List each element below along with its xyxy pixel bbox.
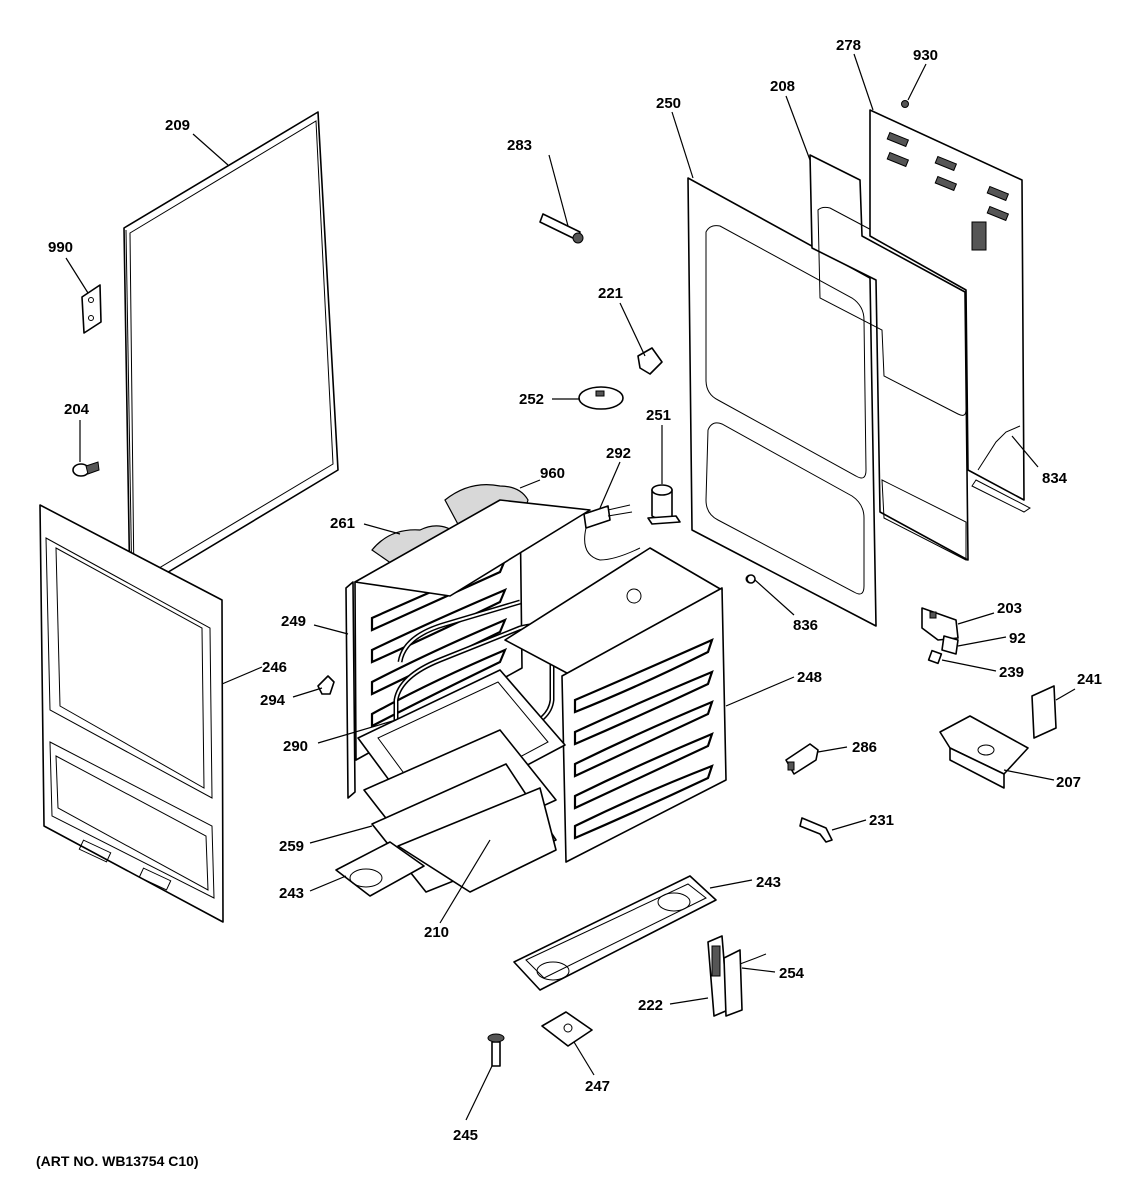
callout-286: 286: [852, 739, 877, 756]
callout-208: 208: [770, 78, 795, 95]
callout-249: 249: [281, 613, 306, 630]
callout-246: 246: [262, 659, 287, 676]
part-246-side-panel[interactable]: [39, 504, 224, 923]
callout-243-left: 243: [279, 885, 304, 902]
art-number: (ART NO. WB13754 C10): [36, 1153, 199, 1169]
callout-203: 203: [997, 600, 1022, 617]
part-203-switch[interactable]: [921, 607, 959, 641]
part-834-harness[interactable]: [971, 425, 1031, 513]
callout-836: 836: [793, 617, 818, 634]
leader-lines: [65, 53, 1076, 1121]
callout-251: 251: [646, 407, 671, 424]
part-243-support-right[interactable]: [513, 875, 717, 991]
part-254-hinge-arm[interactable]: [723, 949, 767, 1017]
part-836-grommet[interactable]: [746, 574, 756, 584]
part-221-switch[interactable]: [637, 347, 663, 375]
callout-278: 278: [836, 37, 861, 54]
callout-283: 283: [507, 137, 532, 154]
part-286-latch[interactable]: [785, 743, 819, 775]
callout-247: 247: [585, 1078, 610, 1095]
callout-labels: 209 990 204 283 221 252 251 250 208 278 …: [48, 37, 1102, 1144]
callout-209: 209: [165, 117, 190, 134]
part-283-sensor[interactable]: [539, 213, 584, 244]
callout-960: 960: [540, 465, 565, 482]
part-oven-top: [354, 499, 591, 597]
part-204-screw[interactable]: [72, 461, 100, 477]
callout-930: 930: [913, 47, 938, 64]
callout-261: 261: [330, 515, 355, 532]
part-92-lever[interactable]: [941, 635, 959, 655]
part-294-clip[interactable]: [317, 675, 335, 695]
callout-254: 254: [779, 965, 805, 982]
callout-207: 207: [1056, 774, 1081, 791]
part-241-bracket[interactable]: [1031, 685, 1057, 739]
part-222-hinge[interactable]: [707, 935, 729, 1017]
part-990-bracket[interactable]: [81, 284, 102, 334]
callout-990: 990: [48, 239, 73, 256]
callout-294: 294: [260, 692, 286, 709]
callout-245: 245: [453, 1127, 478, 1144]
part-251-vent[interactable]: [647, 484, 681, 525]
part-210-drawer-liner[interactable]: [397, 787, 557, 893]
callout-204: 204: [64, 401, 90, 418]
callout-222: 222: [638, 997, 663, 1014]
callout-231: 231: [869, 812, 894, 829]
part-252-plate[interactable]: [578, 386, 624, 410]
callout-243-right: 243: [756, 874, 781, 891]
callout-221: 221: [598, 285, 623, 302]
part-245-leveling-leg[interactable]: [487, 1033, 505, 1067]
callout-259: 259: [279, 838, 304, 855]
callout-241: 241: [1077, 671, 1102, 688]
callout-290: 290: [283, 738, 308, 755]
part-292-terminal[interactable]: [583, 504, 641, 561]
part-243-support-left[interactable]: [335, 841, 425, 897]
callout-252: 252: [519, 391, 544, 408]
part-239-nut[interactable]: [927, 649, 943, 665]
part-930-screw[interactable]: [901, 100, 909, 108]
callout-248: 248: [797, 669, 822, 686]
callout-210: 210: [424, 924, 449, 941]
callout-834: 834: [1042, 470, 1068, 487]
part-247-plate[interactable]: [541, 1011, 593, 1047]
part-278-panel[interactable]: [869, 109, 1025, 501]
callout-292: 292: [606, 445, 631, 462]
callout-250: 250: [656, 95, 681, 112]
part-231-clip[interactable]: [799, 817, 833, 843]
part-209-side-panel[interactable]: [123, 111, 339, 596]
part-207-bracket[interactable]: [939, 715, 1029, 789]
callout-92: 92: [1009, 630, 1026, 647]
part-248-oven-side-wall[interactable]: [504, 547, 727, 863]
callout-239: 239: [999, 664, 1024, 681]
